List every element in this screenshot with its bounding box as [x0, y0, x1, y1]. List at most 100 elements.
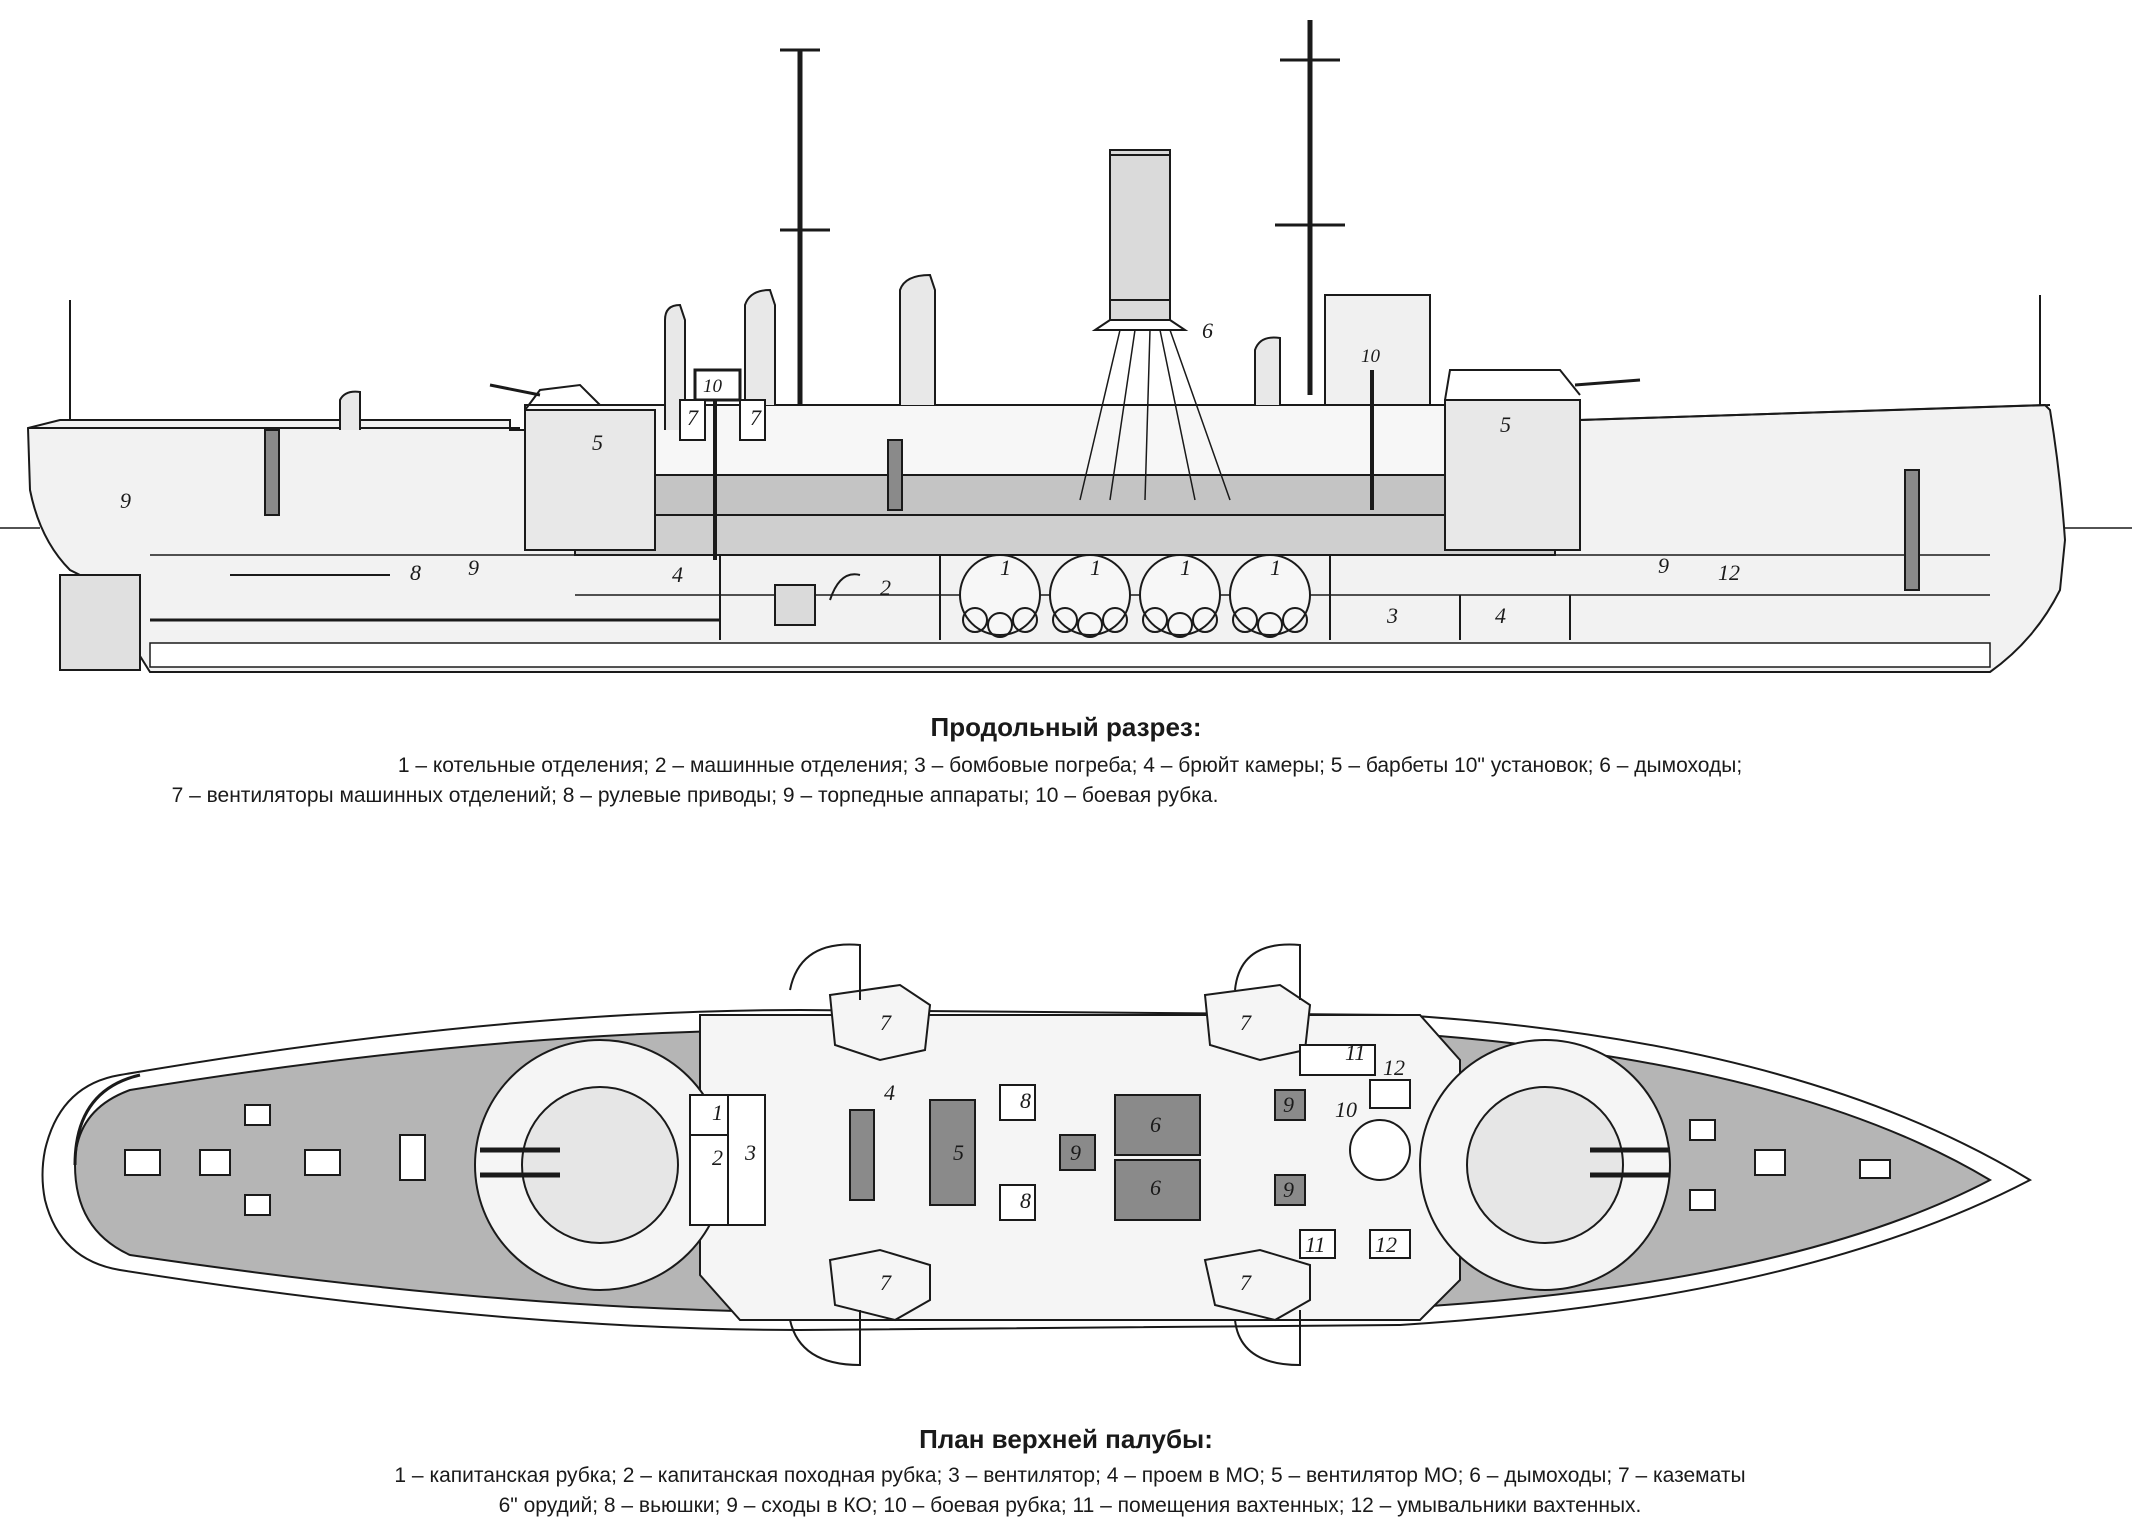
label-conning-tower: 10	[703, 376, 723, 397]
ventilator-cowl	[664, 303, 686, 430]
ventilator-cowl	[744, 288, 776, 405]
washroom	[1369, 1079, 1411, 1109]
fore-turret-top	[1444, 369, 1581, 401]
label-boiler: 1	[1270, 555, 1281, 580]
hatch	[244, 1104, 271, 1126]
fore-bridge	[1324, 294, 1431, 406]
aft-gun-barrel	[489, 383, 541, 397]
ventilator-cowl	[899, 273, 936, 405]
ladder	[264, 429, 280, 516]
label-hatch-to-boiler: 9	[1283, 1177, 1294, 1202]
fore-barbette	[1444, 399, 1581, 551]
label-torpedo: 9	[468, 555, 479, 580]
uptakes	[1079, 329, 1231, 501]
label-watch-room: 11	[1345, 1040, 1365, 1065]
label-casemate: 7	[880, 1010, 892, 1035]
stern-walk	[73, 1073, 141, 1166]
label-uptake: 6	[1150, 1112, 1161, 1137]
watch-room	[1299, 1229, 1336, 1259]
boilers	[959, 554, 1311, 638]
ladder-hatch	[1059, 1134, 1096, 1171]
ladder-hatch	[1274, 1089, 1306, 1121]
arc-of-fire	[1234, 1310, 1301, 1367]
label-uptakes: 6	[1202, 318, 1213, 343]
hatch	[244, 1194, 271, 1216]
label-washroom: 12	[1375, 1232, 1397, 1257]
engine-ventilator	[739, 399, 766, 441]
deck-plan	[41, 943, 2033, 1367]
double-bottom	[149, 642, 1991, 668]
casemate	[1203, 1248, 1311, 1322]
engine-hatch	[849, 1109, 875, 1201]
reel	[999, 1084, 1036, 1121]
label-magazine: 4	[1495, 603, 1506, 628]
casemate	[1203, 983, 1312, 1062]
conning-tower-plan	[1349, 1119, 1411, 1181]
label-magazine: 4	[672, 562, 683, 587]
label-hatch-to-boiler: 9	[1070, 1140, 1081, 1165]
plan-title: План верхней палубы:	[919, 1424, 1213, 1454]
watch-room	[1299, 1044, 1376, 1076]
plan-legend-line2: 6" орудий; 8 – вьюшки; 9 – сходы в КО; 1…	[498, 1494, 1642, 1517]
aft-turret-top	[524, 383, 601, 411]
hatch	[399, 1134, 426, 1181]
label-conning-tower: 10	[1361, 346, 1381, 367]
label-shell-room: 3	[1386, 603, 1398, 628]
arc-of-fire	[1234, 943, 1301, 1000]
plan-legend-line1: 1 – капитанская рубка; 2 – капитанская п…	[394, 1464, 1746, 1487]
uptake-plan	[1114, 1094, 1201, 1156]
engine-ventilator	[679, 399, 706, 441]
uptake-plan	[1114, 1159, 1201, 1221]
label-barbette: 5	[592, 430, 603, 455]
label-reel: 8	[1020, 1088, 1031, 1113]
label-ventilator: 7	[750, 405, 762, 430]
label-ventilator: 3	[744, 1140, 756, 1165]
label-torpedo: 9	[1658, 553, 1669, 578]
engine-pipe	[829, 573, 861, 601]
reel	[999, 1184, 1036, 1221]
label-engine-room: 2	[880, 575, 891, 600]
rudder	[59, 574, 141, 671]
label-boiler: 1	[1000, 555, 1011, 580]
funnel	[1109, 149, 1171, 321]
label-casemate: 7	[1240, 1270, 1252, 1295]
section-title: Продольный разрез:	[930, 712, 1202, 742]
casemate	[828, 1248, 931, 1322]
label-casemate: 7	[880, 1270, 892, 1295]
aft-conning-tower	[693, 368, 742, 402]
hatch	[124, 1149, 161, 1176]
arc-of-fire	[789, 943, 861, 1000]
arc-of-fire	[789, 1310, 861, 1367]
label-torpedo: 9	[120, 488, 131, 513]
hatch	[1689, 1189, 1716, 1211]
ventilator-cowl	[1254, 336, 1281, 405]
engine-cylinder	[774, 584, 816, 626]
label-engine-ventilator: 5	[953, 1140, 964, 1165]
plan-labels: 1 2 3 4 5 6 6 7 7 7 7 8 8 9 9 9 10 11 11…	[712, 1010, 1405, 1295]
label-sea-cabin: 2	[712, 1145, 723, 1170]
label-washroom: 12	[1383, 1055, 1405, 1080]
hatch	[304, 1149, 341, 1176]
label-steering: 8	[410, 560, 421, 585]
armor-belt-lower	[574, 514, 1556, 556]
label-boiler: 1	[1180, 555, 1191, 580]
washroom	[1369, 1229, 1411, 1259]
label-boiler: 1	[1090, 555, 1101, 580]
label-uptake: 6	[1150, 1175, 1161, 1200]
label-ventilator: 7	[687, 405, 699, 430]
ladder	[887, 439, 903, 511]
ventilator-cowl	[339, 390, 361, 430]
section-legend-line2: 7 – вентиляторы машинных отделений; 8 – …	[171, 784, 1219, 807]
label-casemate: 7	[1240, 1010, 1252, 1035]
section-labels: 1 1 1 1 2 3 4 4 5 5 6 7 7 8 9 9 9 10 10 …	[120, 318, 1740, 628]
label-watch-room: 11	[1305, 1232, 1325, 1257]
fore-gun-barrel	[1574, 378, 1641, 387]
ladder	[1904, 469, 1920, 591]
label-captains-house: 1	[712, 1100, 723, 1125]
label-reel: 8	[1020, 1188, 1031, 1213]
fore-turret-plan	[1466, 1086, 1624, 1244]
label-conning-tower: 10	[1335, 1097, 1357, 1122]
hatch	[1859, 1159, 1891, 1179]
